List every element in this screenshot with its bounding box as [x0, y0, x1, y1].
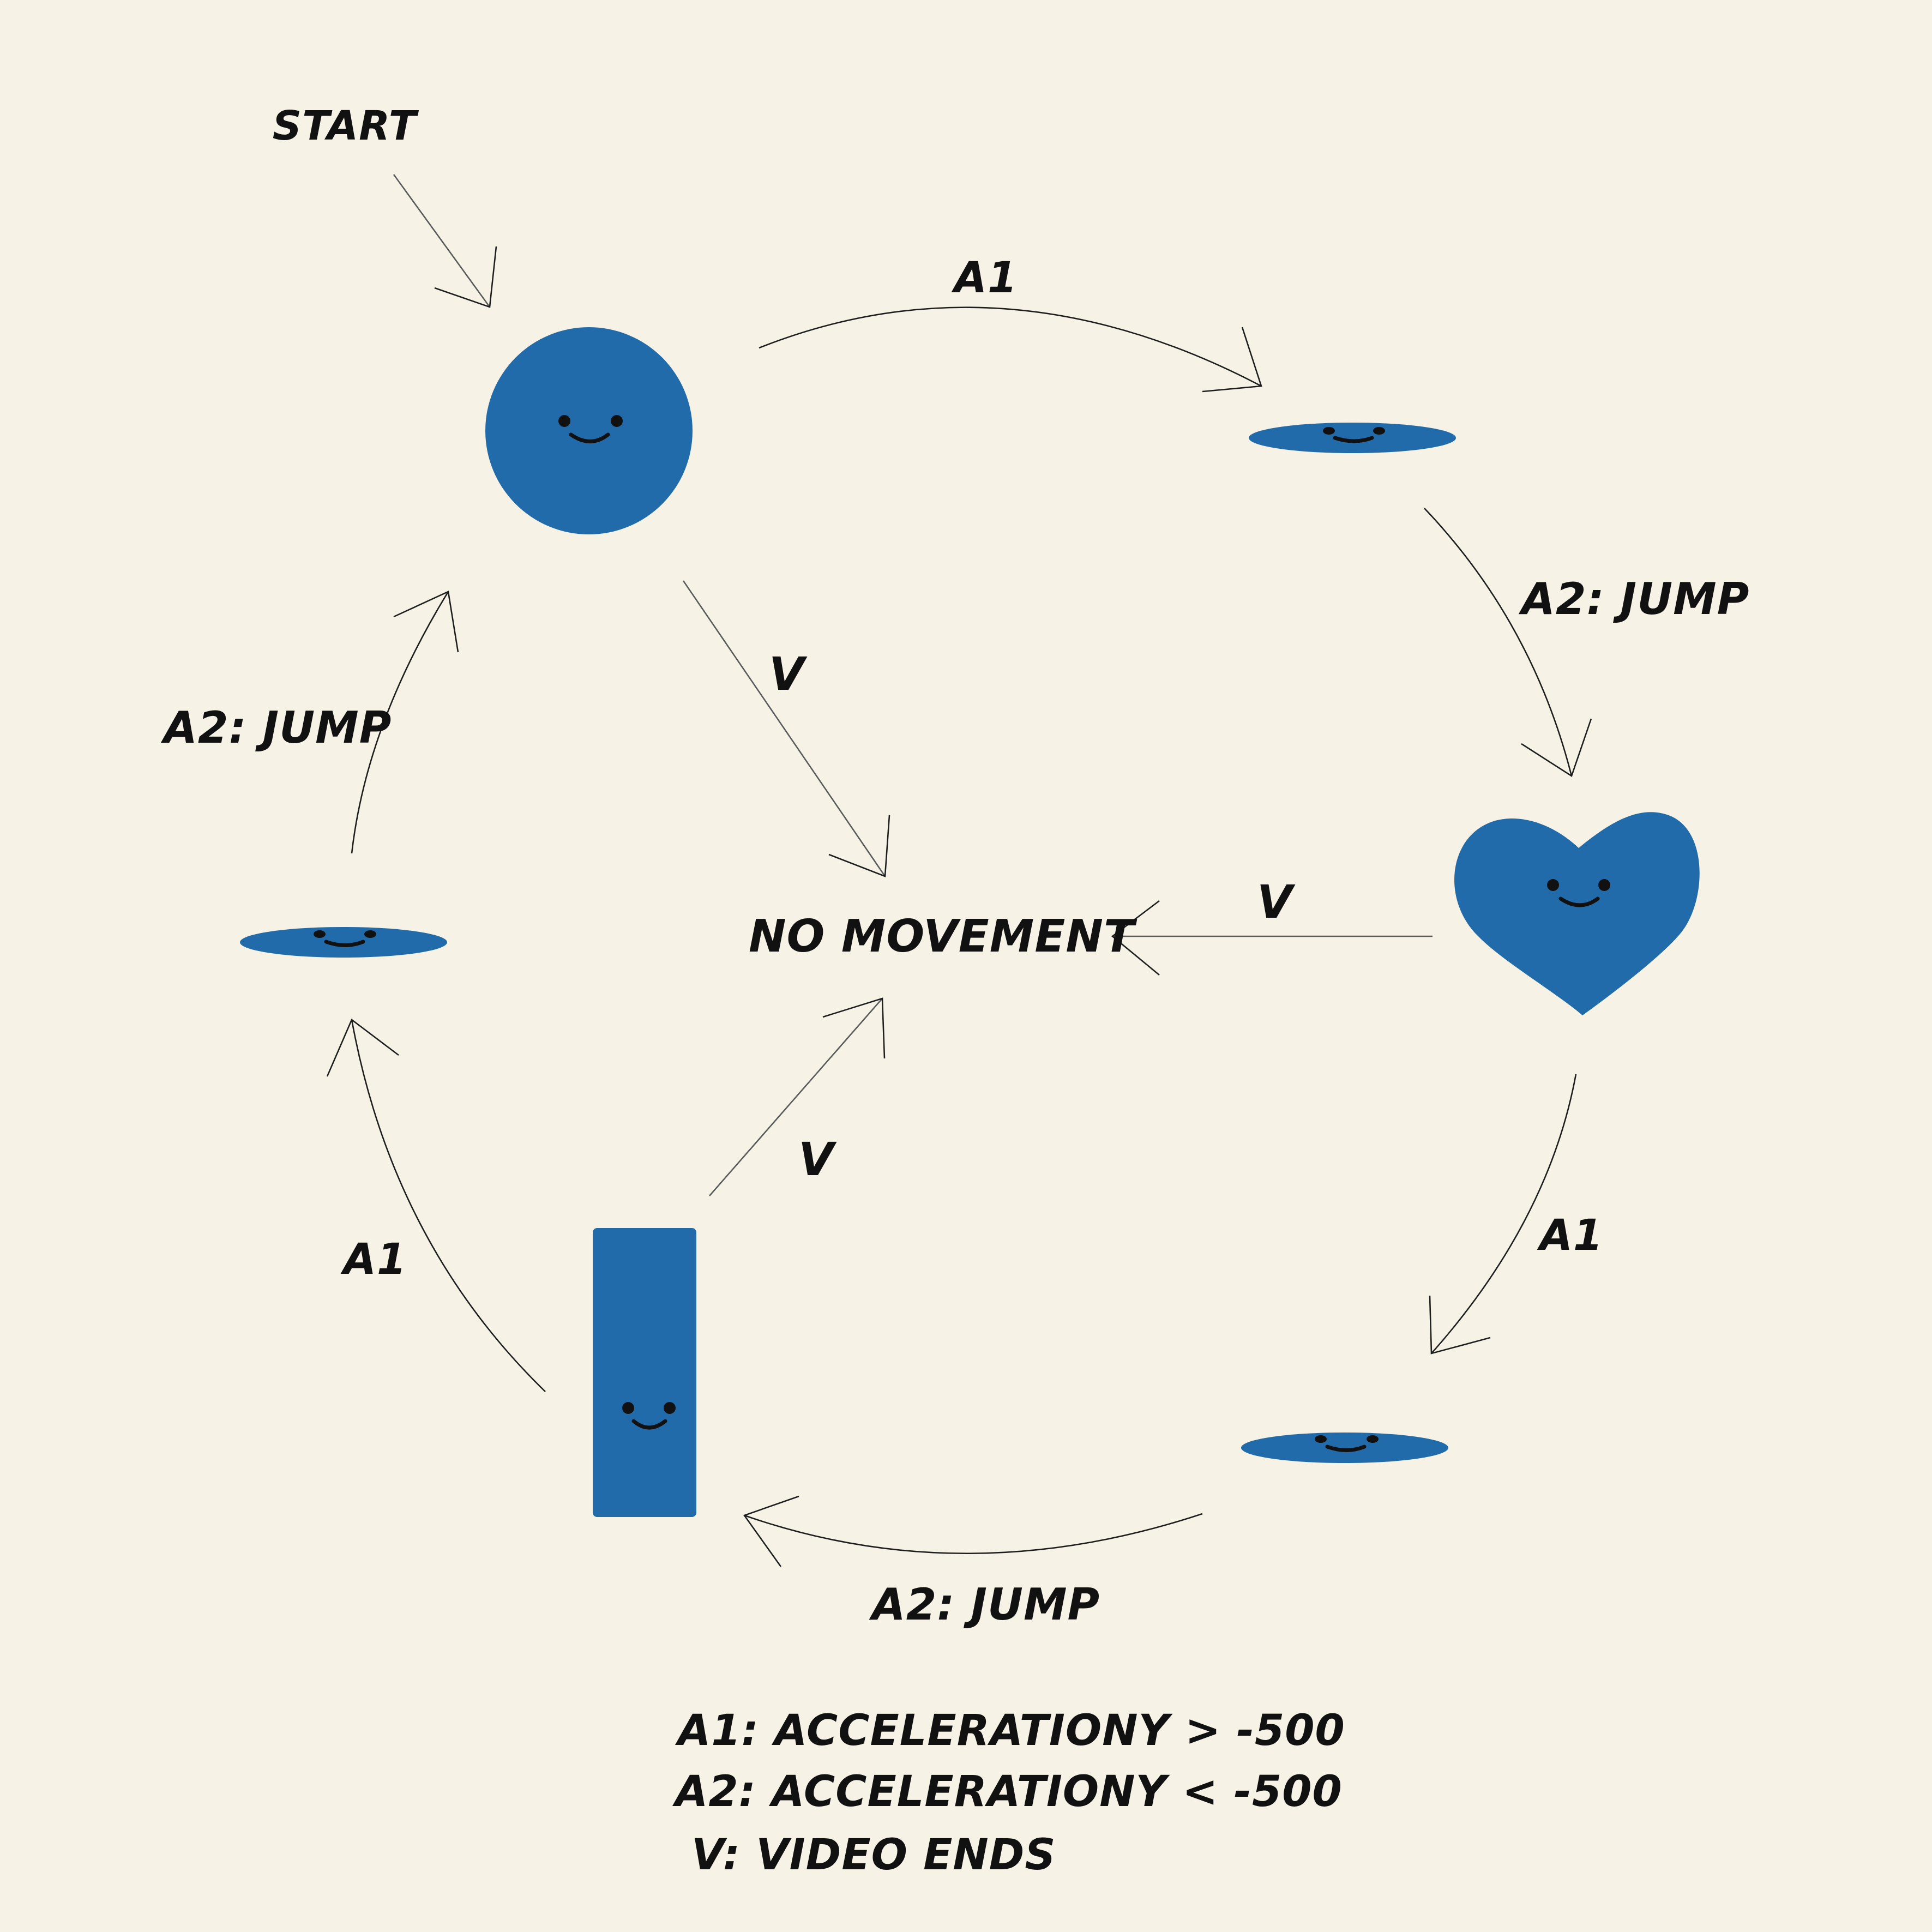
start-label: START: [273, 103, 419, 149]
edge-label-a1-left: A1: [340, 1235, 407, 1284]
state-flat-top-right: [1249, 423, 1456, 453]
smiley-face-icon: [622, 1402, 676, 1430]
smiley-face-icon: [314, 930, 376, 947]
smiley-face-icon: [558, 415, 623, 443]
edge-flat-top-right-to-heart: A2: JUMP: [1424, 508, 1749, 777]
state-flat-bottom-right: [1241, 1433, 1448, 1463]
smiley-face-icon: [1547, 879, 1610, 907]
state-heart: [1454, 812, 1700, 1015]
edge-rectangle-to-no-movement: V: [709, 997, 886, 1196]
edge-label-a1-right: A1: [1537, 1211, 1604, 1260]
edge-label-a2-jump-bottom: A2: JUMP: [869, 1579, 1100, 1630]
edge-flat-left-to-circle: A2: JUMP: [160, 591, 459, 854]
legend: A1: ACCELERATIONY > -500 A2: ACCELERATIO…: [672, 1706, 1345, 1880]
edge-heart-to-no-movement: V: [1111, 875, 1433, 976]
smiley-face-icon: [1315, 1435, 1379, 1452]
edge-heart-to-flat-bottom-right: A1: [1429, 1074, 1604, 1355]
edge-flat-bottom-right-to-rectangle: A2: JUMP: [743, 1495, 1203, 1630]
legend-item-v: V: VIDEO ENDS: [691, 1831, 1056, 1880]
state-rectangle: [593, 1228, 696, 1517]
edge-label-v-right: V: [1257, 875, 1296, 929]
edge-circle-to-flat-top-right: A1: [759, 254, 1262, 393]
edge-label-v-bottom: V: [798, 1133, 837, 1186]
legend-item-a1: A1: ACCELERATIONY > -500: [675, 1706, 1345, 1755]
state-flat-left: [240, 927, 447, 958]
smiley-face-icon: [1323, 427, 1385, 443]
edge-start-to-circle: [393, 174, 497, 308]
edge-label-a2-jump-right: A2: JUMP: [1518, 574, 1749, 624]
state-circle: [485, 327, 693, 534]
edge-rectangle-to-flat-left: A1: [326, 1018, 546, 1392]
edge-label-v-top: V: [769, 647, 808, 701]
edge-label-a1-top: A1: [951, 254, 1018, 303]
edge-label-a2-jump-left: A2: JUMP: [160, 702, 392, 753]
edge-circle-to-no-movement: V: [682, 580, 890, 877]
no-movement-label: NO MOVEMENT: [749, 911, 1137, 962]
legend-item-a2: A2: ACCELERATIONY < -500: [672, 1767, 1343, 1816]
